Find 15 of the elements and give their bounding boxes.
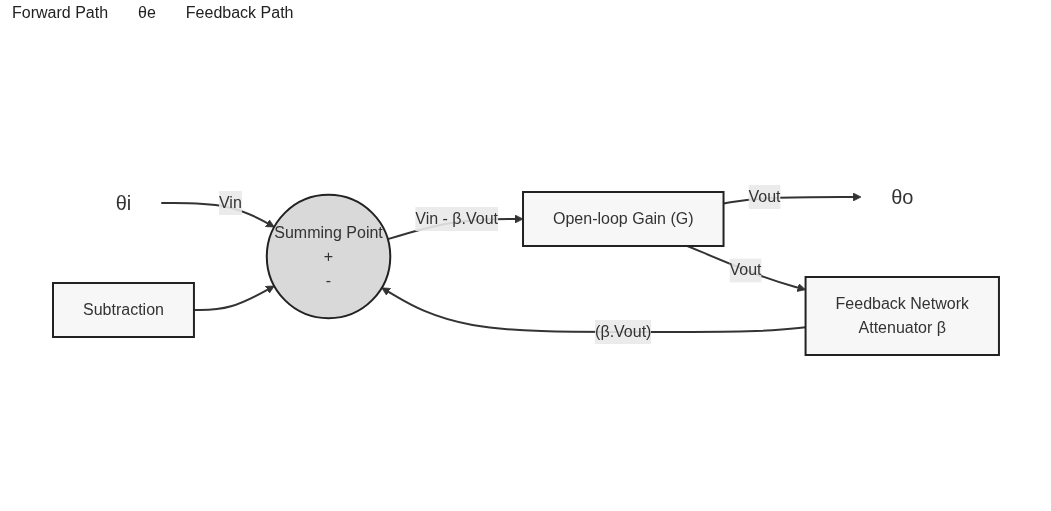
node-text: θo xyxy=(890,186,913,208)
diagram-label: θe xyxy=(138,4,156,22)
edge-label: Vin - β.Vout xyxy=(414,210,498,227)
edge-label: Vout xyxy=(729,261,762,279)
arrow xyxy=(159,202,275,228)
edge-label: (β.Vout) xyxy=(594,323,651,340)
edge-label: Vout xyxy=(748,188,781,205)
node-text: θi xyxy=(115,192,131,214)
node-box: Feedback Network Attenuator β xyxy=(804,276,1000,356)
diagram-label: Forward Path xyxy=(12,4,109,22)
edge-label: Vin xyxy=(218,194,242,211)
node-box: Open-loop Gain (G) xyxy=(521,191,725,247)
node-box: Subtraction xyxy=(51,282,195,338)
diagram-label: Feedback Path xyxy=(185,4,294,22)
node-circle: Summing Point + - xyxy=(265,193,391,320)
